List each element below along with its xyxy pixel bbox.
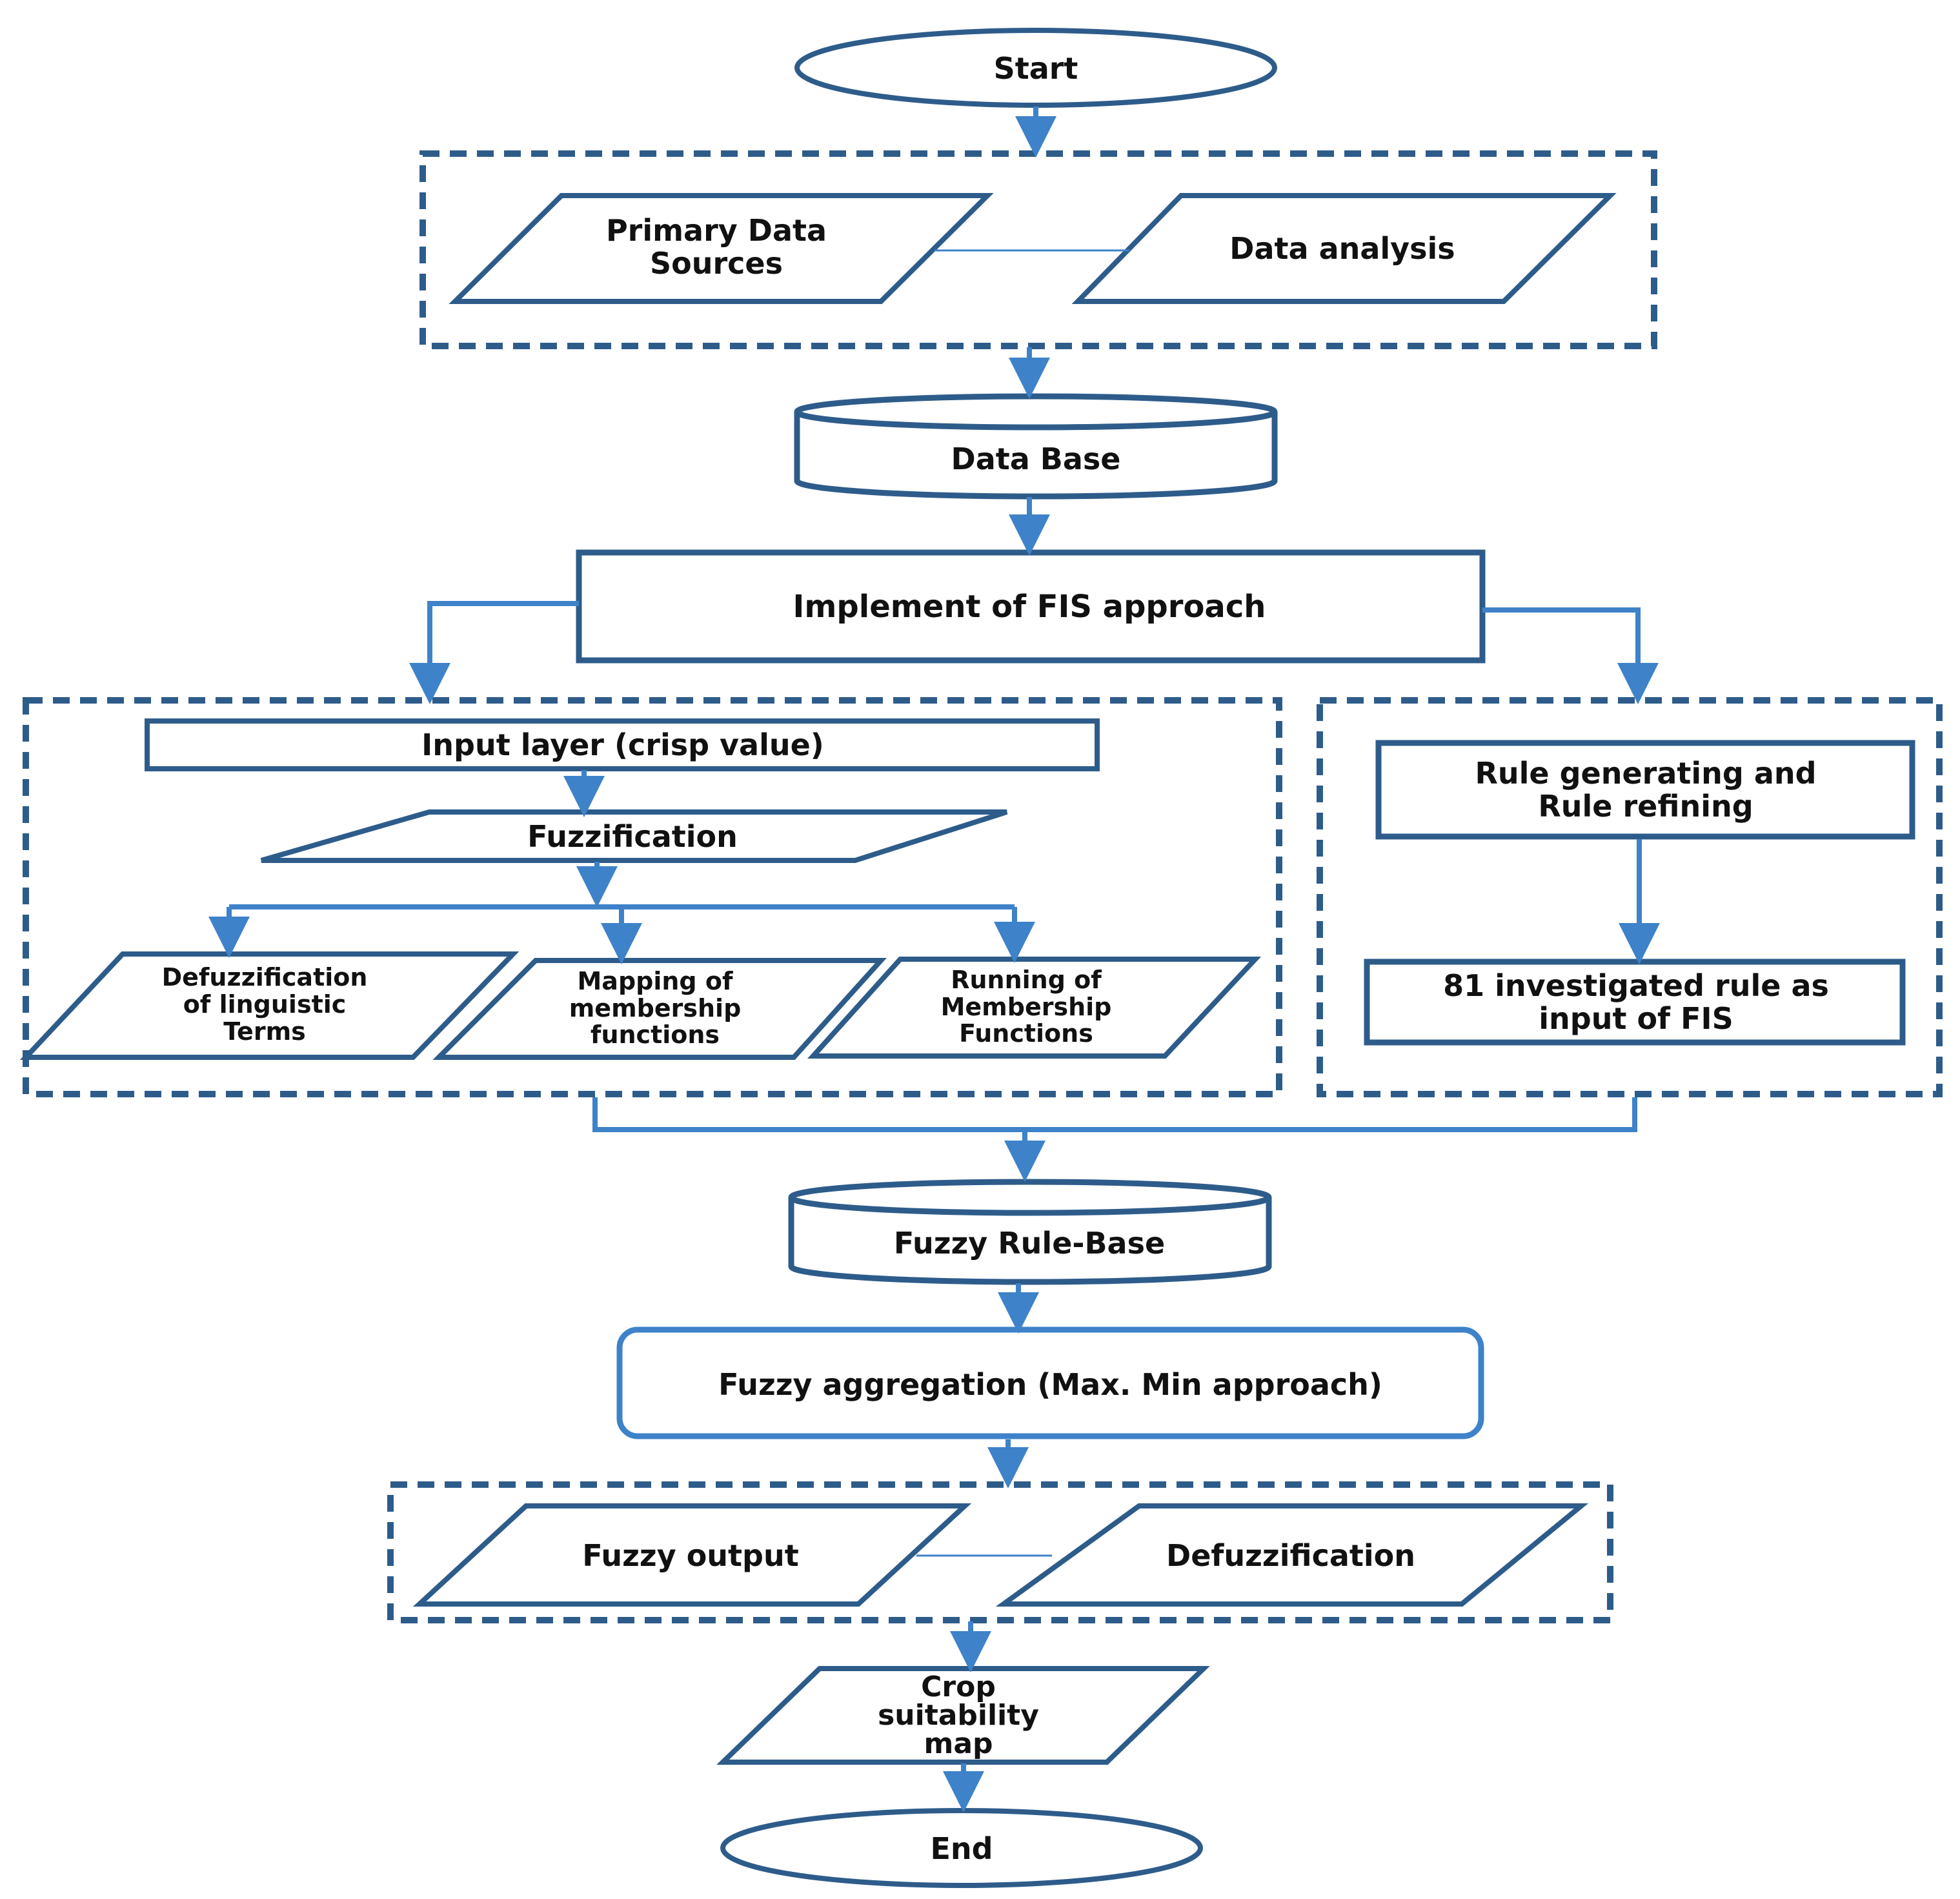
- primary-data-sources-label: Primary Data Sources: [605, 213, 827, 281]
- data-analysis-label: Data analysis: [1229, 230, 1455, 266]
- investigated-rule-label: 81 investigated rule as input of FIS: [1443, 968, 1829, 1036]
- input-layer-label: Input layer (crisp value): [421, 727, 824, 762]
- investigated-rule-shape: [1364, 959, 1906, 1046]
- fuzzification-group: [23, 697, 1282, 1097]
- data-analysis-shape: [1071, 193, 1617, 304]
- fuzzification-label: Fuzzification: [527, 818, 738, 854]
- mapping-membership-label: Mapping of membership functions: [569, 966, 742, 1050]
- rule-generating-label: Rule generating and Rule refining: [1475, 756, 1817, 824]
- data-acquisition-group: [419, 150, 1657, 349]
- defuzzification-linguistic-label: Defuzzification of linguistic Terms: [161, 963, 368, 1046]
- running-membership-shape: [807, 957, 1262, 1059]
- crop-suitability-map-label: Crop suitability map: [878, 1670, 1039, 1760]
- fuzzification-shape: [260, 809, 1008, 863]
- connector-fis-to-left-group: [409, 601, 579, 704]
- input-layer-shape: [145, 718, 1100, 771]
- defuzzification-linguistic-shape: [19, 951, 520, 1060]
- defuzzification-shape: [995, 1503, 1589, 1607]
- implement-fis-label: Implement of FIS approach: [793, 588, 1266, 625]
- fuzzy-rule-base-label: Fuzzy Rule-Base: [893, 1225, 1166, 1261]
- crop-suitability-map-shape: [716, 1666, 1210, 1765]
- defuzzification-label: Defuzzification: [1166, 1538, 1415, 1573]
- fuzzy-output-shape: [412, 1503, 972, 1607]
- mapping-membership-shape: [432, 958, 887, 1060]
- fuzzy-aggregation-label: Fuzzy aggregation (Max. Min approach): [718, 1366, 1382, 1402]
- fuzzy-rule-base-cylinder: [788, 1179, 1272, 1285]
- data-base-cylinder: [794, 393, 1278, 500]
- primary-data-sources-shape: [449, 193, 994, 304]
- start-terminator: [794, 28, 1277, 108]
- data-base-label: Data Base: [951, 441, 1121, 476]
- start-label: Start: [993, 50, 1078, 86]
- connector-groups-merge: [592, 1097, 1637, 1132]
- running-membership-label: Running of Membership Functions: [940, 965, 1112, 1048]
- end-label: End: [930, 1831, 993, 1866]
- rule-generating-shape: [1375, 740, 1915, 840]
- fuzzy-aggregation-shape: [616, 1326, 1484, 1439]
- fuzzy-output-label: Fuzzy output: [582, 1538, 799, 1573]
- connector-fis-to-right-group: [1482, 607, 1659, 704]
